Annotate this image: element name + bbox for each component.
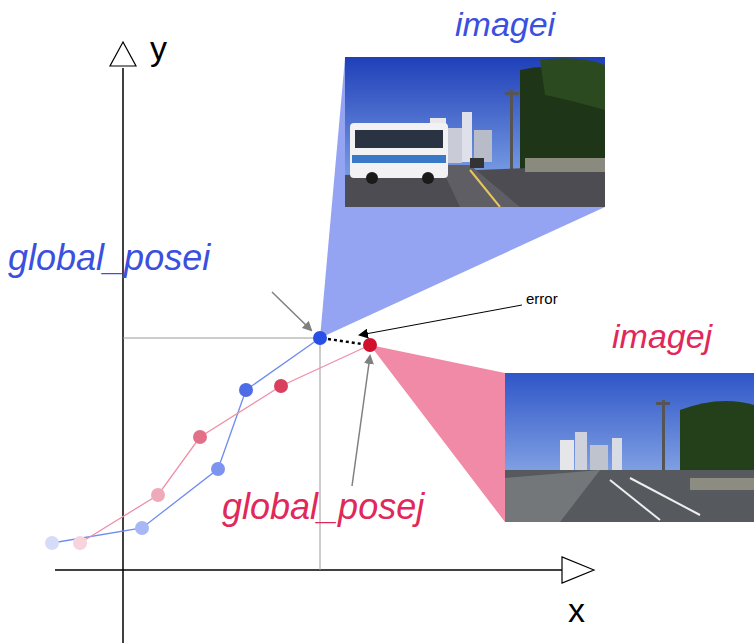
y-axis xyxy=(122,68,124,643)
image-label: imagej xyxy=(612,318,712,355)
guide-line xyxy=(320,338,321,570)
axis-arrow xyxy=(562,557,594,583)
leader-arrow xyxy=(352,356,370,486)
guide-line xyxy=(123,338,320,339)
leader-arrow xyxy=(272,292,311,330)
error-line xyxy=(328,339,362,344)
x-axis xyxy=(55,569,562,571)
pose-label: global_posei xyxy=(8,238,210,278)
axis-label: y xyxy=(150,30,167,67)
view-cone xyxy=(320,58,605,338)
pose-label: global_posej xyxy=(222,487,424,527)
axis-arrow xyxy=(110,42,136,66)
camera-image xyxy=(505,373,754,522)
camera-image xyxy=(345,57,605,207)
image-label: imagei xyxy=(455,6,555,43)
leader-arrow xyxy=(360,305,522,335)
axis-label: x xyxy=(568,592,585,629)
view-cone xyxy=(370,345,754,522)
error-label: error xyxy=(526,291,558,308)
